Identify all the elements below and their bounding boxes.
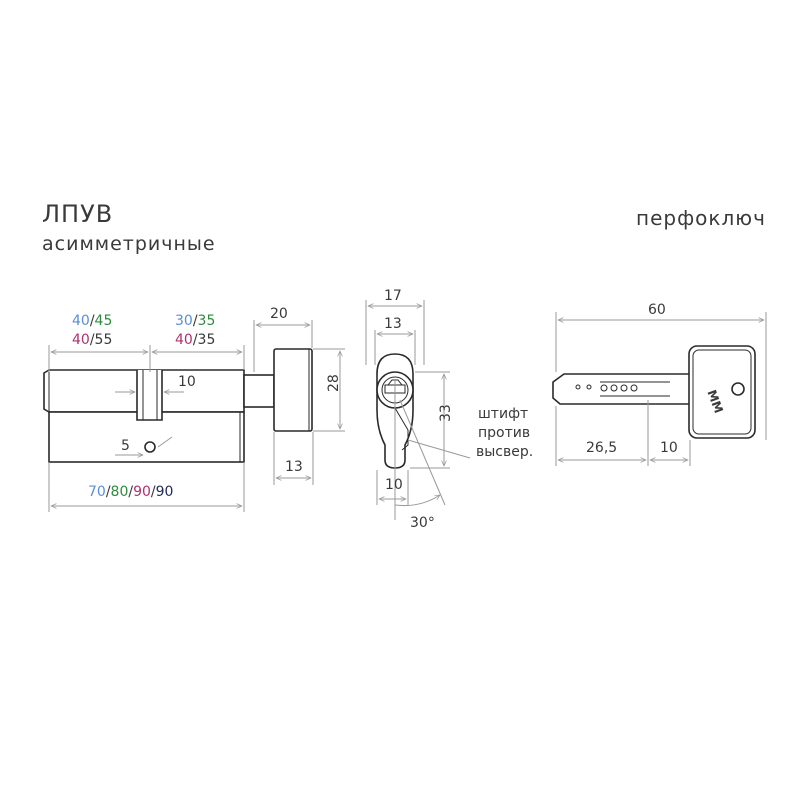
pin-note-line1: штифт xyxy=(478,406,528,422)
key-drawing: MM 60 26,5 10 xyxy=(552,302,767,466)
cylinder-drawing: 40/45 40/55 30/35 40/35 70/80/90/90 10 5… xyxy=(43,306,345,512)
key-shoulder-label: 10 xyxy=(660,440,678,456)
key-length-label: 60 xyxy=(648,302,666,318)
product-title: ЛПУВ xyxy=(42,200,114,228)
left-size-row2: 40/55 xyxy=(72,332,112,348)
pin-note-line2: против xyxy=(478,425,530,441)
profile-inner-width: 13 xyxy=(384,316,402,332)
key-dimples xyxy=(575,384,638,392)
product-subtitle: асимметричные xyxy=(42,233,216,255)
profile-height: 33 xyxy=(438,404,454,422)
right-size-row1: 30/35 xyxy=(175,313,215,329)
fixing-hole xyxy=(144,441,156,453)
pin-offset-label: 5 xyxy=(121,438,130,454)
profile-outer-width: 17 xyxy=(384,288,402,304)
right-size-row2: 40/35 xyxy=(175,332,215,348)
key-head xyxy=(688,345,756,439)
profile-drawing: 17 13 33 10 30° штифт против высвер. xyxy=(365,288,533,531)
key-blade-label: 26,5 xyxy=(586,440,617,456)
total-length-label: 70/80/90/90 xyxy=(88,484,173,500)
pin-note-line3: высвер. xyxy=(476,444,533,460)
key-ring-hole xyxy=(731,382,745,396)
knob-diameter-label: 28 xyxy=(326,374,342,392)
profile-base-width: 10 xyxy=(385,477,403,493)
knob-shaft-label: 13 xyxy=(285,459,303,475)
key-title: перфоключ xyxy=(636,206,766,230)
knob-length-label: 20 xyxy=(270,306,288,322)
thumb-knob xyxy=(273,348,313,432)
cam-slot xyxy=(136,370,163,421)
profile-angle: 30° xyxy=(410,515,435,531)
left-size-row1: 40/45 xyxy=(72,313,112,329)
cam-width-label: 10 xyxy=(178,374,196,390)
knob-shaft xyxy=(243,374,275,408)
